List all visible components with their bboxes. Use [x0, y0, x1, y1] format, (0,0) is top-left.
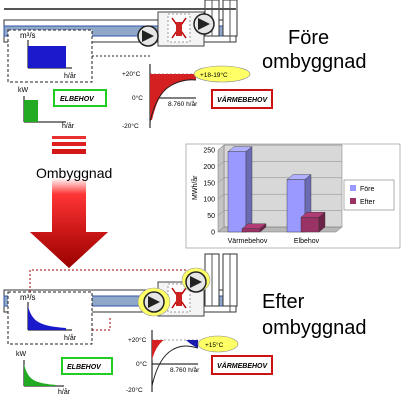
legend-label-efter: Efter	[360, 199, 375, 206]
airflow-block	[28, 46, 66, 68]
before-airflow-unit: m³/s	[20, 31, 36, 40]
after-airflow-curve	[28, 306, 66, 330]
chart-gridline-side	[217, 144, 225, 151]
chart-y-tick-label: 250	[203, 148, 215, 155]
before-power-unit: kW	[18, 87, 29, 94]
before-airflow-x-unit: h/år	[64, 72, 77, 80]
after-airflow-unit: m³/s	[20, 293, 36, 302]
after-temp-top: +20°C	[128, 336, 147, 344]
after-power-graph: kW h/år ELBEHOV	[16, 351, 113, 396]
chart-bar-front	[241, 228, 261, 233]
chart-bar-efter-värmebehov	[241, 223, 267, 233]
after-heading-line1: Efter	[262, 291, 305, 313]
before-heat-graph: +20°C 0°C -20°C 8.760 h/år +18-19°C VÄRM…	[122, 64, 273, 130]
after-temp-mid: 0°C	[136, 360, 147, 368]
chart-bar-front	[227, 151, 247, 233]
chart-y-tick-label: 100	[203, 197, 215, 204]
after-hours: 8.760 h/år	[170, 366, 200, 374]
before-fan-icon-2	[193, 13, 215, 35]
before-elbehov-label: ELBEHOV	[60, 96, 95, 103]
before-elbehov-box	[53, 89, 107, 107]
chart-x-tick-label: Elbehov	[294, 238, 320, 245]
after-setpoint-text: +15°C	[205, 341, 224, 349]
energy-bar-chart: MWh/år 0 50 100 150 200 250 Värmebehov Elbehov…	[185, 143, 401, 249]
chart-gridline-side	[217, 177, 225, 183]
legend-label-fore: Före	[360, 186, 375, 193]
before-heat-area	[150, 74, 196, 120]
legend-swatch-efter	[350, 198, 356, 204]
chart-side-wall	[217, 144, 225, 233]
before-heading-line2: ombyggnad	[262, 51, 367, 73]
after-power-curve	[24, 364, 56, 386]
after-airflow-x-unit: h/år	[64, 334, 77, 342]
chart-x-ticks: Värmebehov Elbehov	[228, 238, 320, 245]
after-varmebehov-label: VÄRMEBEHOV	[217, 362, 269, 370]
after-airflow-graph: m³/s h/år	[7, 291, 93, 345]
legend-swatch-fore	[350, 185, 356, 191]
before-varmebehov-box	[211, 89, 273, 109]
after-elbehov-box	[61, 357, 113, 375]
before-setpoint-badge	[193, 65, 251, 83]
chart-y-tick-label: 200	[203, 164, 215, 171]
before-temp-top: +20°C	[122, 70, 141, 78]
chart-y-tick-label: 150	[203, 180, 215, 187]
after-elbehov-label: ELBEHOV	[67, 364, 102, 371]
chart-y-tick-label: 0	[211, 230, 215, 237]
chart-bars	[227, 146, 326, 233]
chart-gridline-side	[217, 194, 225, 200]
before-power-graph: kW h/år ELBEHOV	[18, 87, 107, 130]
after-fan-icon-2	[185, 271, 207, 293]
after-power-unit: kW	[16, 351, 27, 358]
after-setpoint-badge	[197, 335, 239, 353]
transition-arrow: Ombyggnad	[30, 136, 112, 268]
chart-bar-side	[245, 146, 253, 233]
power-block	[24, 100, 38, 122]
after-heat-area-blue	[186, 340, 198, 348]
after-heat-area-red	[152, 340, 164, 360]
chart-bar-front	[300, 217, 320, 233]
before-varmebehov-label: VÄRMEBEHOV	[217, 96, 269, 104]
after-temp-bot: -20°C	[126, 386, 143, 394]
chart-y-ticks: 0 50 100 150 200 250	[203, 148, 215, 237]
chart-gridline-side	[217, 210, 225, 216]
after-varmebehov-box	[211, 355, 273, 375]
chart-gridline-side	[217, 161, 225, 167]
before-setpoint-text: +18-19°C	[200, 71, 228, 79]
chart-bar-side	[259, 223, 267, 233]
before-power-x-unit: h/år	[62, 122, 75, 130]
chart-bar-efter-elbehov	[300, 211, 326, 233]
before-heading-line1: Före	[288, 27, 329, 49]
before-fan-icon	[137, 25, 159, 47]
transition-label: Ombyggnad	[36, 165, 112, 181]
after-heading-line2: ombyggnad	[262, 317, 367, 339]
chart-gridline-side	[217, 226, 225, 233]
chart-ylabel: MWh/år	[191, 175, 199, 200]
after-heat-graph: +20°C 0°C -20°C 8.760 h/år +15°C VÄRMEBE…	[126, 330, 273, 394]
after-fan-icon	[143, 291, 165, 313]
before-hours: 8.760 h/år	[168, 100, 198, 108]
chart-x-tick-label: Värmebehov	[228, 238, 268, 245]
chart-y-tick-label: 50	[207, 213, 215, 220]
chart-bar-före-värmebehov	[227, 146, 253, 233]
after-power-x-unit: h/år	[58, 388, 71, 396]
chart-legend: Före Efter	[343, 179, 395, 211]
before-temp-bot: -20°C	[122, 122, 139, 130]
chart-bar-side	[318, 211, 326, 233]
before-airflow-graph: m³/s h/år	[7, 29, 93, 83]
before-temp-mid: 0°C	[132, 94, 143, 102]
